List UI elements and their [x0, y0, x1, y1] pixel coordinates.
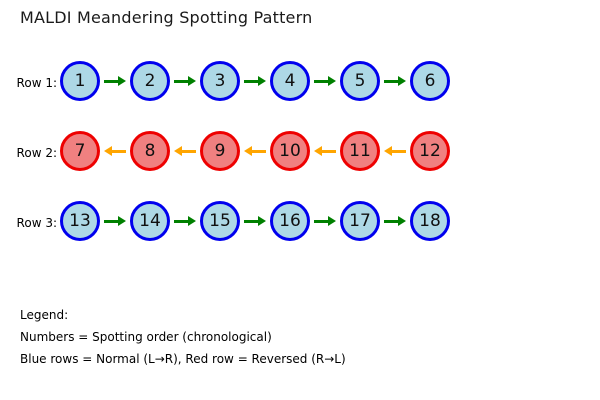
right-arrow-icon [384, 216, 406, 226]
left-arrow-icon [174, 146, 196, 156]
left-arrow-icon [384, 146, 406, 156]
spot-circle-7: 7 [60, 131, 100, 171]
row-1-label: Row 1: [16, 76, 57, 90]
spot-circle-8: 8 [130, 131, 170, 171]
arrow-shaft [244, 219, 259, 223]
arrow-shaft [111, 149, 126, 153]
arrow-head [258, 76, 266, 86]
spot-number: 10 [279, 141, 301, 161]
spot-circle-6: 6 [410, 61, 450, 101]
arrow-head [104, 146, 112, 156]
row-2-label: Row 2: [16, 146, 57, 160]
arrow-head [328, 76, 336, 86]
spot-circle-12: 12 [410, 131, 450, 171]
spot-number: 12 [419, 141, 441, 161]
arrow-shaft [181, 149, 196, 153]
spot-number: 16 [279, 211, 301, 231]
spot-circle-14: 14 [130, 201, 170, 241]
legend-heading: Legend: [20, 308, 69, 322]
arrow-head [174, 146, 182, 156]
arrow-shaft [314, 219, 329, 223]
right-arrow-icon [104, 216, 126, 226]
spot-number: 7 [74, 141, 86, 161]
spot-number: 17 [349, 211, 371, 231]
arrow-head [118, 76, 126, 86]
arrow-head [188, 216, 196, 226]
arrow-head [314, 146, 322, 156]
left-arrow-icon [104, 146, 126, 156]
spot-number: 3 [214, 71, 226, 91]
spot-number: 9 [214, 141, 226, 161]
arrow-shaft [174, 79, 189, 83]
arrow-head [398, 216, 406, 226]
arrow-head [258, 216, 266, 226]
spot-circle-10: 10 [270, 131, 310, 171]
spot-circle-17: 17 [340, 201, 380, 241]
arrow-head [188, 76, 196, 86]
right-arrow-icon [174, 76, 196, 86]
spot-number: 1 [74, 71, 86, 91]
right-arrow-icon [314, 216, 336, 226]
row-3-label: Row 3: [16, 216, 57, 230]
legend-line-numbers: Numbers = Spotting order (chronological) [20, 330, 272, 344]
spot-number: 18 [419, 211, 441, 231]
spot-circle-5: 5 [340, 61, 380, 101]
spot-number: 4 [284, 71, 296, 91]
right-arrow-icon [244, 216, 266, 226]
spot-number: 2 [144, 71, 156, 91]
spot-number: 8 [144, 141, 156, 161]
arrow-shaft [244, 79, 259, 83]
spot-circle-16: 16 [270, 201, 310, 241]
spot-number: 6 [424, 71, 436, 91]
arrow-shaft [174, 219, 189, 223]
left-arrow-icon [314, 146, 336, 156]
spot-number: 11 [349, 141, 371, 161]
spot-number: 5 [354, 71, 366, 91]
page-title: MALDI Meandering Spotting Pattern [20, 8, 313, 27]
arrow-shaft [384, 79, 399, 83]
arrow-shaft [251, 149, 266, 153]
right-arrow-icon [104, 76, 126, 86]
right-arrow-icon [174, 216, 196, 226]
arrow-shaft [391, 149, 406, 153]
arrow-shaft [384, 219, 399, 223]
arrow-head [244, 146, 252, 156]
arrow-shaft [314, 79, 329, 83]
right-arrow-icon [244, 76, 266, 86]
right-arrow-icon [384, 76, 406, 86]
legend-line-rows: Blue rows = Normal (L→R), Red row = Reve… [20, 352, 346, 366]
spot-number: 15 [209, 211, 231, 231]
spot-circle-1: 1 [60, 61, 100, 101]
arrow-shaft [321, 149, 336, 153]
arrow-shaft [104, 79, 119, 83]
spot-circle-18: 18 [410, 201, 450, 241]
spot-circle-15: 15 [200, 201, 240, 241]
left-arrow-icon [244, 146, 266, 156]
spot-circle-11: 11 [340, 131, 380, 171]
spot-circle-4: 4 [270, 61, 310, 101]
right-arrow-icon [314, 76, 336, 86]
spot-number: 14 [139, 211, 161, 231]
spot-circle-13: 13 [60, 201, 100, 241]
spot-circle-3: 3 [200, 61, 240, 101]
arrow-head [118, 216, 126, 226]
spot-circle-9: 9 [200, 131, 240, 171]
arrow-head [328, 216, 336, 226]
arrow-shaft [104, 219, 119, 223]
spot-number: 13 [69, 211, 91, 231]
arrow-head [384, 146, 392, 156]
arrow-head [398, 76, 406, 86]
spot-circle-2: 2 [130, 61, 170, 101]
